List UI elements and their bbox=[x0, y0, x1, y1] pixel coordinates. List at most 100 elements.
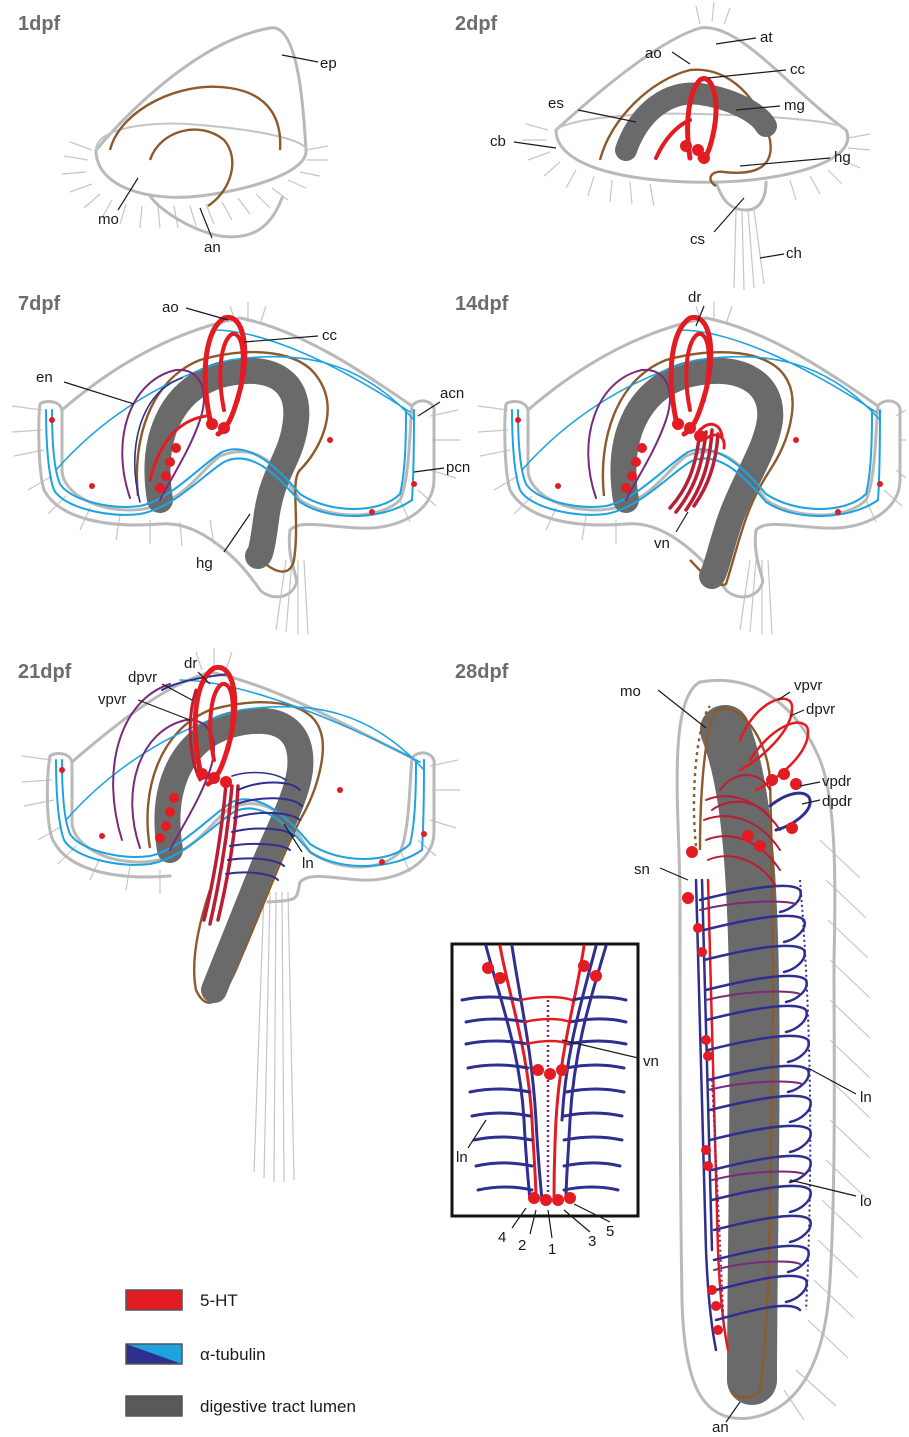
leader-line bbox=[186, 308, 228, 320]
label-vpdr: vpdr bbox=[822, 773, 851, 790]
label-hg: hg bbox=[834, 149, 851, 166]
panel-7dpf: 7dpf ao cc en a bbox=[12, 293, 470, 634]
serotonergic-cell bbox=[590, 970, 602, 982]
serotonergic-cell bbox=[482, 962, 494, 974]
serotonergic-cell bbox=[631, 457, 641, 467]
leader-line bbox=[808, 1068, 856, 1094]
hyposphere-outline bbox=[150, 196, 282, 237]
serotonergic-cell bbox=[161, 471, 171, 481]
inset-frame bbox=[452, 944, 638, 1216]
inset-number: 5 bbox=[606, 1223, 614, 1240]
serotonergic-cell bbox=[327, 437, 333, 443]
leader-line bbox=[660, 868, 688, 880]
serotonergic-cell bbox=[701, 1145, 711, 1155]
serotonergic-cell bbox=[379, 859, 385, 865]
leader-line bbox=[138, 700, 190, 720]
leader-line bbox=[672, 52, 690, 64]
legend-label: 5-HT bbox=[200, 1291, 238, 1310]
gut-outline-inner bbox=[150, 130, 232, 206]
stomodeum bbox=[268, 882, 300, 902]
label-mg: mg bbox=[784, 97, 805, 114]
label-vpvr: vpvr bbox=[794, 677, 822, 694]
serotonergic-cell bbox=[337, 787, 343, 793]
serotonergic-cell bbox=[703, 1051, 713, 1061]
label-an: an bbox=[204, 239, 221, 256]
inset-number: 3 bbox=[588, 1233, 596, 1250]
label-cc: cc bbox=[322, 327, 338, 344]
leader-line bbox=[118, 178, 138, 210]
serotonergic-cell bbox=[742, 830, 754, 842]
inset-number: 2 bbox=[518, 1237, 526, 1254]
serotonergic-cell bbox=[494, 972, 506, 984]
stage-label: 1dpf bbox=[18, 13, 61, 35]
serotonergic-cell bbox=[552, 1194, 564, 1206]
leader-line bbox=[800, 782, 820, 786]
legend-label: α-tubulin bbox=[200, 1345, 266, 1364]
cilia bbox=[784, 840, 870, 1420]
ventral-nerve bbox=[204, 784, 238, 924]
serotonergic-cell bbox=[786, 822, 798, 834]
serotonergic-cell bbox=[206, 418, 218, 430]
label-ao: ao bbox=[645, 45, 662, 62]
serotonergic-cell bbox=[544, 1068, 556, 1080]
legend-swatch-tubulin bbox=[126, 1344, 182, 1364]
serotonergic-cell bbox=[627, 471, 637, 481]
label-vn: vn bbox=[643, 1053, 659, 1070]
label-mo: mo bbox=[98, 211, 119, 228]
inset-ventral-nerve-cord: vn ln 4 2 1 3 5 bbox=[452, 944, 659, 1258]
label-dpdr: dpdr bbox=[822, 793, 852, 810]
leader-line bbox=[282, 55, 318, 62]
label-cs: cs bbox=[690, 231, 705, 248]
serotonergic-cell bbox=[754, 840, 766, 852]
serotonergic-cell bbox=[672, 418, 684, 430]
serotonergic-cell bbox=[155, 833, 165, 843]
serotonergic-cell bbox=[369, 509, 375, 515]
prototroch-band bbox=[556, 114, 846, 130]
label-dpvr: dpvr bbox=[806, 701, 835, 718]
serotonergic-cell bbox=[540, 1194, 552, 1206]
label-at: at bbox=[760, 29, 773, 46]
serotonergic-cell bbox=[711, 1301, 721, 1311]
label-vpvr: vpvr bbox=[98, 691, 126, 708]
legend-swatch-5ht bbox=[126, 1290, 182, 1310]
label-dr: dr bbox=[184, 655, 197, 672]
panel-14dpf: 14dpf dr vn bbox=[455, 289, 906, 634]
label-sn: sn bbox=[634, 861, 650, 878]
leader-line bbox=[760, 254, 784, 258]
serotonergic-cell bbox=[49, 417, 55, 423]
label-ln: ln bbox=[860, 1089, 872, 1106]
label-vn: vn bbox=[654, 535, 670, 552]
serotonergic-cell bbox=[703, 1161, 713, 1171]
leader-line bbox=[224, 514, 250, 552]
serotonergic-cell bbox=[89, 483, 95, 489]
serotonergic-cell bbox=[411, 481, 417, 487]
stage-label: 14dpf bbox=[455, 293, 509, 315]
serotonergic-cell bbox=[165, 457, 175, 467]
label-en: en bbox=[36, 369, 53, 386]
legend: 5-HT α-tubulin digestive tract lumen bbox=[126, 1290, 356, 1416]
serotonergic-cell bbox=[877, 481, 883, 487]
serotonergic-cell bbox=[220, 776, 232, 788]
label-dr: dr bbox=[688, 289, 701, 306]
label-dpvr: dpvr bbox=[128, 669, 157, 686]
legend-label: digestive tract lumen bbox=[200, 1397, 356, 1416]
label-ao: ao bbox=[162, 299, 179, 316]
embryo-outline bbox=[96, 28, 306, 198]
label-cc: cc bbox=[790, 61, 806, 78]
serotonergic-cell bbox=[701, 1035, 711, 1045]
neurite bbox=[656, 120, 690, 158]
inset-number: 1 bbox=[548, 1241, 556, 1258]
prototroch-band bbox=[96, 124, 306, 150]
label-lo: lo bbox=[860, 1193, 872, 1210]
serotonergic-cell bbox=[637, 443, 647, 453]
inset-number: 4 bbox=[498, 1229, 506, 1246]
serotonergic-cell bbox=[790, 778, 802, 790]
stage-label: 28dpf bbox=[455, 661, 509, 683]
serotonergic-cell bbox=[693, 923, 703, 933]
serotonergic-cell bbox=[515, 417, 521, 423]
serotonergic-cell bbox=[532, 1064, 544, 1076]
serotonergic-cell bbox=[564, 1192, 576, 1204]
label-hg: hg bbox=[196, 555, 213, 572]
label-ln: ln bbox=[456, 1149, 468, 1166]
